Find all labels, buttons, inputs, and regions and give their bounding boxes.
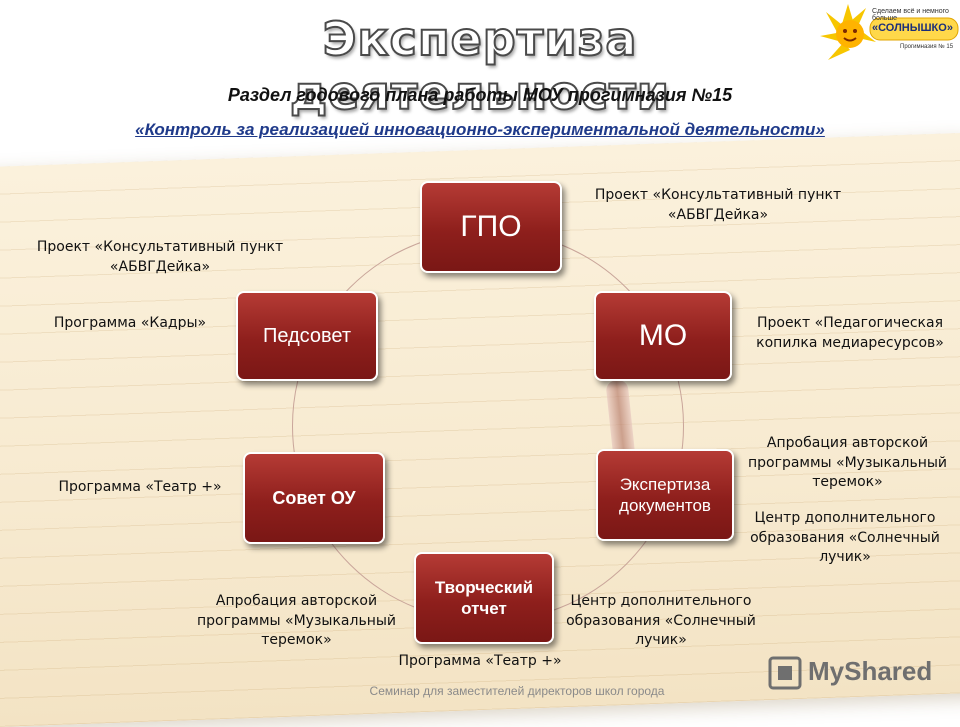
- page-title: Экспертиза деятельности: [289, 11, 671, 121]
- control-link-text[interactable]: «Контроль за реализацией инновационно-эк…: [135, 120, 825, 139]
- label-left-project: Проект «Консультативный пункт «АБВГДейка…: [36, 239, 284, 275]
- plan-subtitle: Раздел годового плана работы МОУ прогимн…: [227, 85, 733, 105]
- node-mo[interactable]: МО: [594, 291, 732, 381]
- footer-text: Семинар для заместителей директоров школ…: [369, 684, 665, 698]
- label-center-right: Центр дополнительного образования «Солне…: [750, 510, 940, 566]
- label-teatr-left: Программа «Театр +»: [58, 479, 222, 495]
- label-mo-project: Проект «Педагогическая копилка медиаресу…: [756, 315, 944, 351]
- node-gpo[interactable]: ГПО: [420, 181, 562, 273]
- sun-logo-icon: [820, 4, 959, 60]
- label-teatr-bottom: Программа «Театр +»: [398, 653, 562, 669]
- label-approbation-bottom: Апробация авторской программы «Музыкальн…: [196, 593, 397, 649]
- control-link[interactable]: «Контроль за реализацией инновационно-эк…: [0, 120, 960, 140]
- node-sovet[interactable]: Совет ОУ: [243, 452, 385, 544]
- watermark-text: MyShared: [808, 656, 933, 686]
- logo-tagline: Сделаем всё и немного больше: [872, 8, 949, 22]
- logo-caption: Прогимназия № 15: [900, 44, 954, 50]
- node-expertiza[interactable]: Экспертиза документов: [596, 449, 734, 541]
- label-center-bottom: Центр дополнительного образования «Солне…: [566, 593, 756, 649]
- node-tvorchesky[interactable]: Творческий отчет: [414, 552, 554, 644]
- logo-name: «СОЛНЫШКО»: [872, 22, 953, 34]
- label-gpo-project: Проект «Консультативный пункт «АБВГДейка…: [594, 187, 842, 223]
- label-approbation-right: Апробация авторской программы «Музыкальн…: [747, 435, 948, 491]
- node-pedsovet[interactable]: Педсовет: [236, 291, 378, 381]
- watermark-logo-icon: [768, 656, 802, 690]
- label-kadry: Программа «Кадры»: [53, 315, 207, 331]
